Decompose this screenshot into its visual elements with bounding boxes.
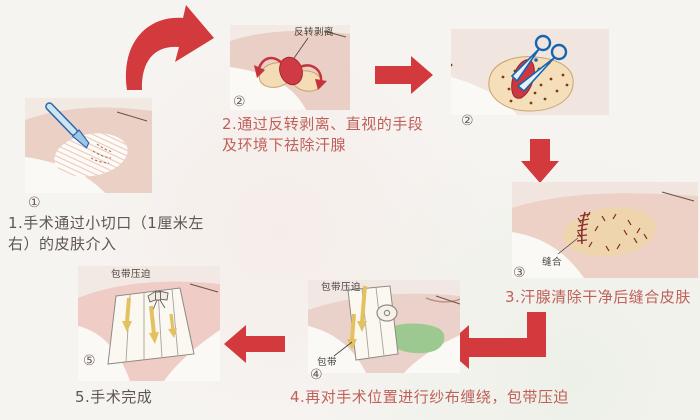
elbow-arrow-icon [444, 312, 546, 369]
arm-icon [388, 323, 445, 354]
step4-annotation-bottom: 包带 [317, 356, 337, 368]
step4-marker: ④ [310, 367, 323, 383]
bandage-roll-icon [376, 304, 398, 322]
step5-caption: 5.手术完成 [75, 388, 153, 406]
scissors-marker: ② [461, 113, 474, 129]
gland-marks [577, 211, 648, 252]
scissors-icon [510, 34, 568, 93]
pressure-arrows [122, 297, 177, 344]
surgical-instrument-icon [45, 102, 90, 149]
gauze-wrap-icon [347, 285, 399, 361]
curved-arrow-icon [125, 5, 214, 90]
step2-annotation: 反转剥离 [294, 26, 334, 38]
step2-marker: ② [233, 94, 246, 110]
step2-illustration: 反转剥离 [230, 25, 350, 110]
left-arrow-icon [224, 325, 285, 363]
bandage-knot-icon [147, 290, 169, 311]
step3-annotation: 缝合 [542, 256, 562, 268]
step1-caption: 1.手术通过小切口（1厘米左右）的皮肤介入 [8, 214, 204, 253]
right-arrow-icon [375, 56, 433, 94]
flipped-skin-flap-icon [254, 56, 327, 92]
step4-annotation-top: 包带压迫 [321, 281, 361, 293]
step3-caption: 3.汗腺清除干净后缝合皮肤 [505, 288, 691, 306]
step4-caption: 4.再对手术位置进行纱布缠绕，包带压迫 [290, 388, 569, 406]
step4-illustration: 包带压迫 包带 [308, 280, 460, 373]
step5-illustration: 包带压迫 [78, 266, 220, 381]
step5-marker: ⑤ [83, 353, 96, 369]
scissors-illustration [451, 29, 609, 115]
stitches-icon [576, 211, 591, 245]
step5-annotation: 包带压迫 [111, 268, 151, 280]
step1-marker: ① [28, 195, 41, 211]
step3-marker: ③ [513, 265, 526, 281]
down-arrow-icon [521, 139, 559, 183]
step3-illustration: 缝合 [512, 182, 698, 278]
incision-marks [90, 143, 114, 164]
step1-illustration [25, 98, 152, 193]
step2-caption: 2.通过反转剥离、直视的手段及环境下祛除汗腺 [222, 115, 424, 154]
pressure-arrows [347, 285, 367, 350]
